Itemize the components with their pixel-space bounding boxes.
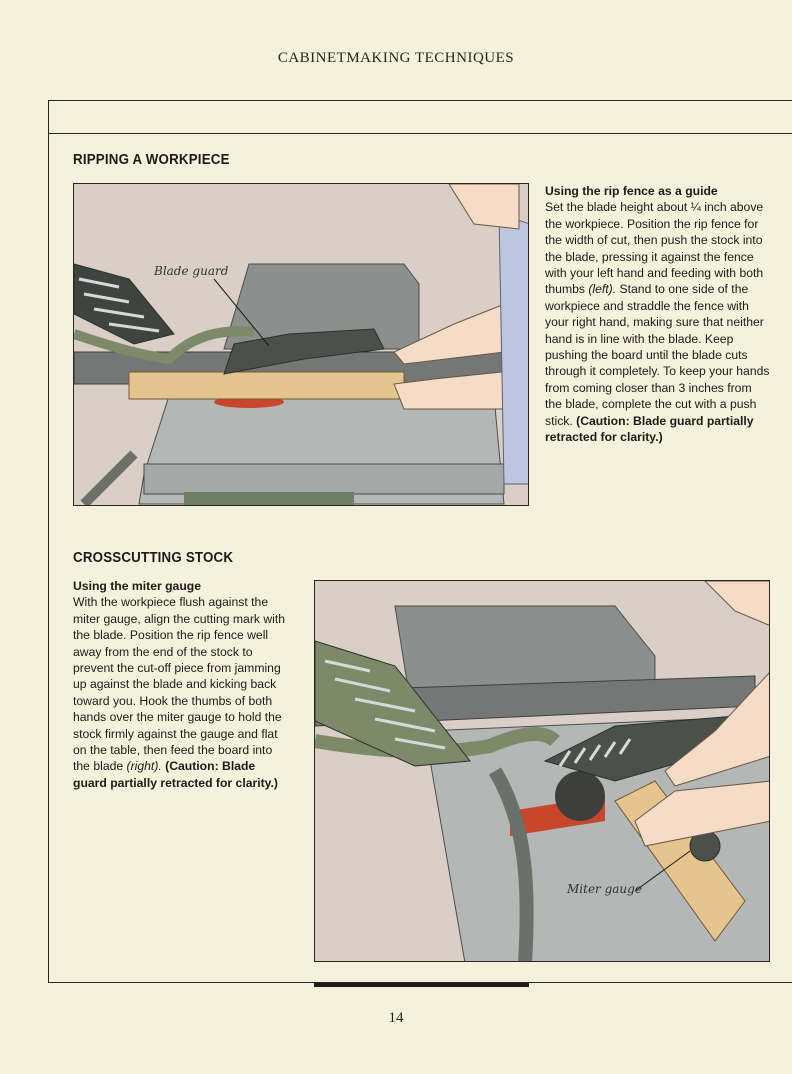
left-frame-rule [48, 134, 49, 982]
page-number: 14 [388, 1010, 404, 1026]
illustration-ripping: Blade guard [73, 183, 529, 506]
illustration-crosscutting: Miter gauge [314, 580, 770, 962]
caption-body: With the workpiece flush against the mit… [73, 595, 286, 774]
caption-italic: (left). [588, 282, 617, 297]
caption-caution: (Caution: Blade guard partially retracte… [545, 413, 754, 445]
section-title-crosscutting: CROSSCUTTING STOCK [73, 550, 234, 566]
crosscutting-drawing [315, 581, 769, 961]
bottom-frame-rule [48, 982, 792, 983]
section-title-ripping: RIPPING A WORKPIECE [73, 152, 230, 168]
caption-subhead: Using the miter gauge [73, 579, 201, 593]
running-head: CABINETMAKING TECHNIQUES [277, 50, 515, 66]
caption-subhead: Using the rip fence as a guide [545, 184, 718, 198]
caption-body-cont: Stand to one side of the workpiece and s… [545, 282, 770, 428]
caption-ripping: Using the rip fence as a guide Set the b… [545, 183, 770, 446]
caption-italic: (right). [126, 759, 162, 774]
ripping-drawing [74, 184, 528, 505]
caption-caution: (Caution: Blade guard partially retracte… [73, 759, 278, 790]
bottom-accent-bar [314, 983, 529, 987]
caption-crosscutting: Using the miter gauge With the workpiece… [73, 578, 288, 791]
top-frame-band [48, 100, 792, 134]
callout-blade-guard: Blade guard [154, 264, 229, 278]
caption-body: Set the blade height about ¼ inch above … [545, 200, 764, 297]
callout-miter-gauge: Miter gauge [567, 882, 642, 896]
